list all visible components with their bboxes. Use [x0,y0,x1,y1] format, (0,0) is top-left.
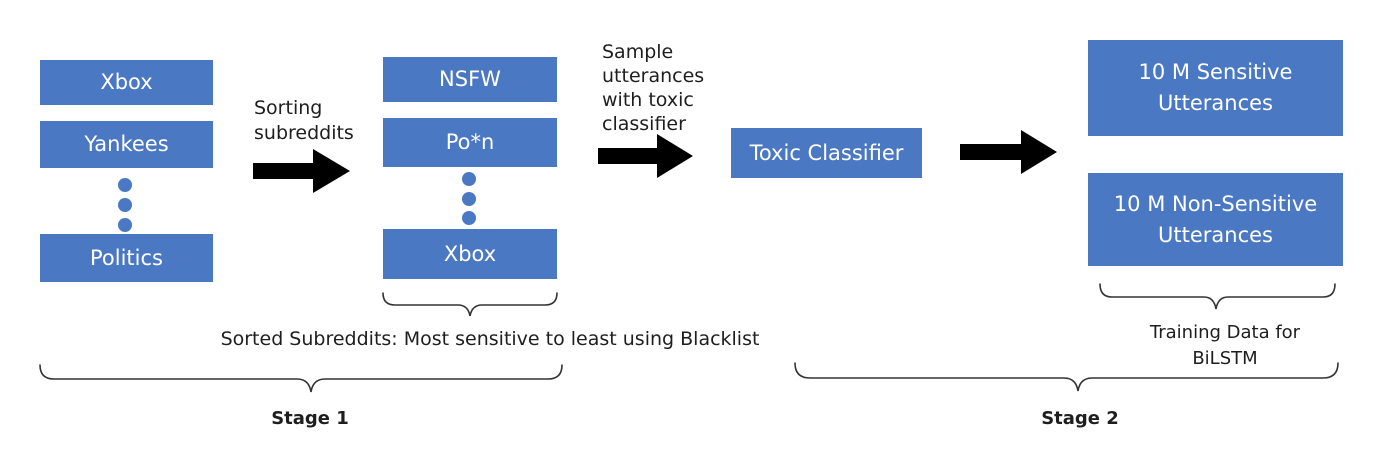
ellipsis-dot [462,211,476,225]
non-sensitive-utterances-box: 10 M Non-Sensitive Utterances [1088,173,1343,266]
brace-stage-1 [39,364,563,393]
ellipsis-dot [462,172,476,186]
arrow-right-icon [598,134,693,178]
sorted-box-nsfw: NSFW [383,57,557,102]
sorting-label: Sorting subreddits [254,97,354,144]
arrow-right-icon [960,130,1057,174]
arrow-right-icon [253,149,350,193]
brace-sorted-list [382,292,558,317]
brace-training-data [1099,283,1336,310]
sensitive-utterances-box: 10 M Sensitive Utterances [1088,40,1343,136]
toxic-classifier-box: Toxic Classifier [731,128,922,178]
sample-label: Sample utterances with toxic classifier [602,41,705,135]
ellipsis-dot [462,192,476,206]
ellipsis-dot [118,198,132,212]
subreddit-box-politics: Politics [40,234,213,282]
ellipsis-dot [118,218,132,232]
brace-stage-2 [794,362,1339,392]
ellipsis-dot [118,178,132,192]
subreddit-box-yankees: Yankees [40,121,213,168]
sorted-box-pon: Po*n [383,118,557,167]
stage-1-label: Stage 1 [271,408,349,429]
subreddit-box-xbox: Xbox [40,60,213,105]
training-caption: Training Data for BiLSTM [1149,322,1301,369]
stage-2-label: Stage 2 [1041,408,1119,429]
sorted-box-xbox: Xbox [383,229,557,279]
sorted-caption: Sorted Subreddits: Most sensitive to lea… [220,328,760,350]
